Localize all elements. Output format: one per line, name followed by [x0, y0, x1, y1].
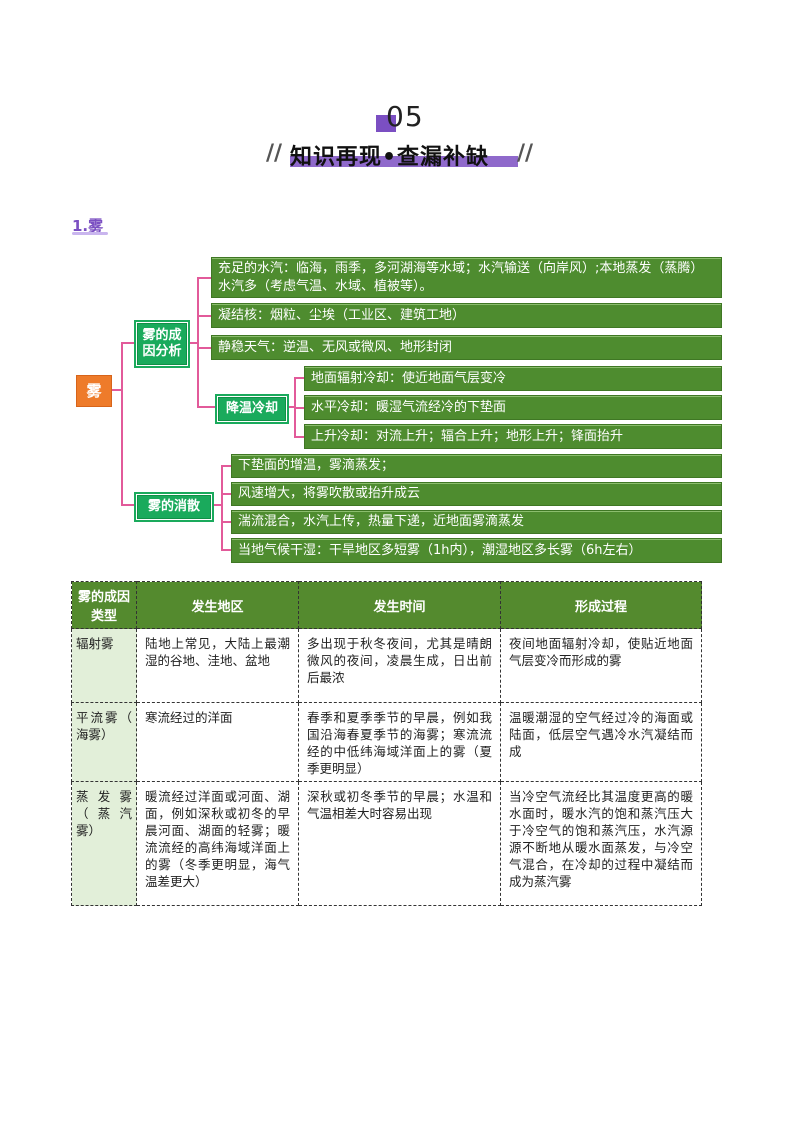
page-title: 知识再现•查漏补缺 — [290, 145, 490, 170]
leaf-wind-increase: 风速增大，将雾吹散或抬升成云 — [231, 482, 722, 506]
number-accent-block — [376, 115, 396, 132]
leaf-condensation-nuclei: 凝结核：烟粒、尘埃（工业区、建筑工地） — [211, 303, 722, 328]
branch-dissipate-frame: 雾的消散 — [134, 492, 214, 522]
cell-region: 暖流经过洋面或河面、湖面，例如深秋或初冬的早晨河面、湖面的轻雾；暖流流经的高纬海… — [136, 781, 299, 906]
branch-cooling: 降温冷却 — [218, 397, 286, 421]
fog-types-table: 雾的成因类型 发生地区 发生时间 形成过程 辐射雾 陆地上常见，大陆上最潮湿的谷… — [71, 581, 702, 906]
mindmap-root: 雾 — [76, 375, 112, 407]
cell-time: 春季和夏季季节的早晨，例如我国沿海春夏季节的海雾；寒流流经的中低纬海域洋面上的雾… — [298, 702, 501, 782]
title-slash-left: // — [266, 141, 283, 166]
branch-cooling-frame: 降温冷却 — [215, 394, 289, 424]
cell-time: 深秋或初冬季节的早晨；水温和气温相差大时容易出现 — [298, 781, 501, 906]
cell-type: 辐射雾 — [71, 628, 137, 703]
section-title: 1.雾 — [72, 217, 104, 235]
header-process: 形成过程 — [500, 581, 702, 629]
title-highlight-bar — [290, 156, 518, 167]
leaf-water-vapor: 充足的水汽：临海，雨季，多河湖海等水域；水汽输送（向岸风）;本地蒸发（蒸腾）水汽… — [211, 257, 722, 298]
title-slash-right: // — [517, 141, 534, 166]
cell-process: 当冷空气流经比其温度更高的暖水面时，暖水汽的饱和蒸汽压大于冷空气的饱和蒸汽压，水… — [500, 781, 702, 906]
chapter-number: 05 — [386, 100, 424, 133]
cell-process: 温暖潮湿的空气经过冷的海面或陆面，低层空气遇冷水汽凝结而成 — [500, 702, 702, 782]
branch-dissipate: 雾的消散 — [137, 495, 211, 519]
cell-process: 夜间地面辐射冷却，使贴近地面气层变冷而形成的雾 — [500, 628, 702, 703]
table-header-row: 雾的成因类型 发生地区 发生时间 形成过程 — [71, 581, 702, 629]
leaf-stable-weather: 静稳天气：逆温、无风或微风、地形封闭 — [211, 335, 722, 360]
cell-type: 蒸发雾（蒸汽雾） — [71, 781, 137, 906]
leaf-radiation-cooling: 地面辐射冷却：使近地面气层变冷 — [304, 366, 722, 391]
branch-cause-line1: 雾的成 — [142, 328, 182, 343]
header-fog-type: 雾的成因类型 — [71, 581, 137, 629]
cell-region: 陆地上常见，大陆上最潮湿的谷地、洼地、盆地 — [136, 628, 299, 703]
leaf-surface-warming: 下垫面的增温，雾滴蒸发； — [231, 454, 722, 478]
table-row: 辐射雾 陆地上常见，大陆上最潮湿的谷地、洼地、盆地 多出现于秋冬夜间，尤其是晴朗… — [71, 628, 702, 703]
branch-cause-analysis: 雾的成 因分析 — [137, 323, 187, 365]
section-underline — [72, 232, 108, 235]
branch-cause-line2: 因分析 — [142, 344, 182, 359]
leaf-horizontal-cooling: 水平冷却：暖湿气流经冷的下垫面 — [304, 395, 722, 420]
cell-region: 寒流经过的洋面 — [136, 702, 299, 782]
header-region: 发生地区 — [136, 581, 299, 629]
table-row: 平流雾（ 海雾） 寒流经过的洋面 春季和夏季季节的早晨，例如我国沿海春夏季节的海… — [71, 702, 702, 782]
leaf-local-climate: 当地气候干湿：干旱地区多短雾（1h内），潮湿地区多长雾（6h左右） — [231, 538, 722, 563]
cell-type: 平流雾（ 海雾） — [71, 702, 137, 782]
header-time: 发生时间 — [298, 581, 501, 629]
branch-cause-frame: 雾的成 因分析 — [134, 320, 190, 368]
cell-time: 多出现于秋冬夜间，尤其是晴朗微风的夜间，凌晨生成，日出前后最浓 — [298, 628, 501, 703]
leaf-ascent-cooling: 上升冷却：对流上升；辐合上升；地形上升；锋面抬升 — [304, 424, 722, 449]
table-row: 蒸发雾（蒸汽雾） 暖流经过洋面或河面、湖面，例如深秋或初冬的早晨河面、湖面的轻雾… — [71, 781, 702, 906]
leaf-turbulent-mixing: 湍流混合，水汽上传，热量下递，近地面雾滴蒸发 — [231, 510, 722, 534]
